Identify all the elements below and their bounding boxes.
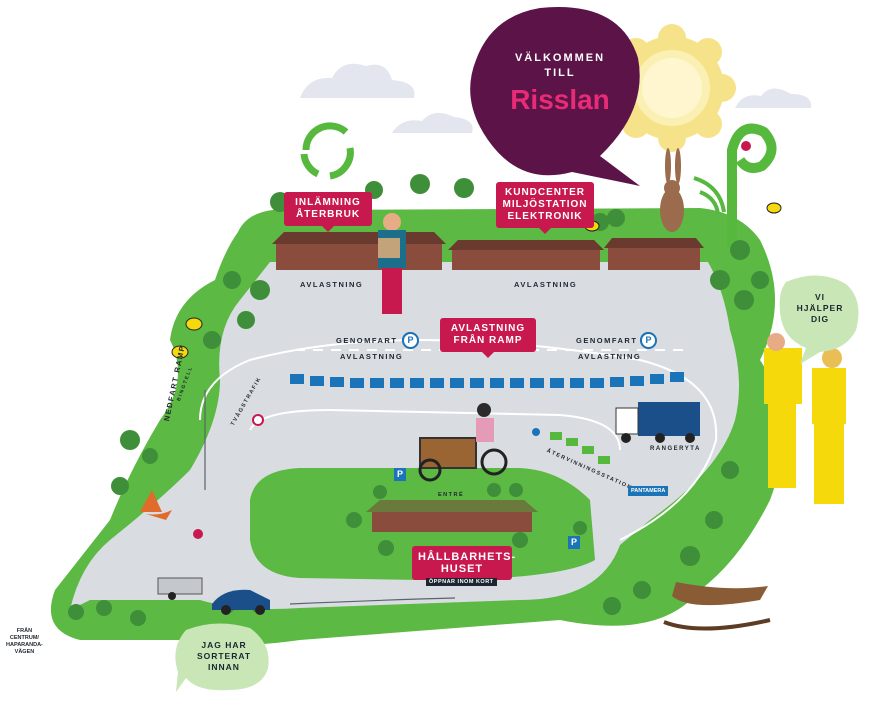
person-carrying-box (378, 213, 406, 314)
sign-hallbarhet-line-2: HUSET (440, 563, 484, 575)
fran-centrum-line-4: VÄGEN (14, 649, 35, 655)
parking-sign-right: P (640, 332, 657, 349)
sign-hallbarhet-subtitle: ÖPPNAR INOM KORT (426, 578, 497, 586)
landmark-icon (693, 123, 777, 248)
help-line-2: HJÄLPER (796, 303, 844, 313)
fox-icon (140, 490, 172, 520)
help-bubble-text: VI HJÄLPER DIG (790, 292, 850, 325)
pantamera-sign: PANTAMERA (628, 486, 669, 496)
sorted-bubble (175, 623, 269, 692)
sign-inlamning: INLÄMNING ÅTERBRUK (284, 192, 372, 232)
inner-loop (199, 339, 718, 541)
truck-icon (615, 402, 700, 443)
welcome-title: Risslan (510, 84, 610, 115)
sign-inlamning-line-1: INLÄMNING (295, 197, 361, 208)
bee-icons (171, 202, 782, 359)
sorted-line-1: JAG HAR (201, 640, 247, 650)
label-rangeryta: RANGERYTA (650, 446, 701, 452)
hare-icon (660, 148, 684, 232)
sled-icon (663, 582, 771, 631)
fran-centrum-line-2: CENTRUM/ (9, 635, 39, 641)
sign-kundcenter: KUNDCENTER MILJÖSTATION ELEKTRONIK (496, 182, 594, 234)
label-genomfart-right: GENOMFART (576, 336, 638, 345)
parking-row (290, 372, 684, 388)
parking-sign-lot: P (568, 536, 580, 549)
sign-kundcenter-line-3: ELEKTRONIK (507, 211, 583, 222)
sign-kundcenter-line-1: KUNDCENTER (505, 187, 585, 198)
parking-sign-accessible: P (394, 468, 406, 481)
sign-hallbarhet: HÅLLBARHETS- HUSET (412, 546, 517, 586)
welcome-bubble (470, 7, 640, 186)
clouds (300, 63, 812, 133)
label-avlastning-left: AVLASTNING (340, 352, 404, 361)
drive-arrow-bottom (289, 597, 456, 605)
sign-hallbarhet-line-1: HÅLLBARHETS- (418, 551, 517, 563)
sign-ramp-line-1: AVLASTNING (450, 323, 526, 334)
buildings (272, 232, 704, 532)
sign-inlamning-line-2: ÅTERBRUK (295, 209, 361, 220)
label-fran-centrum: FRÅN CENTRUM/ HAPARANDA- VÄGEN (6, 628, 43, 656)
recycling-containers (532, 428, 610, 464)
help-line-1: VI (814, 292, 826, 302)
label-avlastning-right: AVLASTNING (578, 352, 642, 361)
sign-avlastning-ramp: AVLASTNING FRÅN RAMP (440, 318, 536, 358)
label-entre: ENTRÉ (438, 492, 465, 498)
welcome-line-1: VÄLKOMMEN (514, 52, 606, 64)
help-line-3: DIG (810, 314, 830, 324)
help-bubble (779, 275, 859, 364)
label-genomfart-left: GENOMFART (336, 336, 398, 345)
recycle-icon (300, 122, 354, 180)
label-avlastning-2: AVLASTNING (514, 280, 578, 289)
label-avlastning-1: AVLASTNING (300, 280, 364, 289)
fran-centrum-line-1: FRÅN (16, 628, 33, 634)
sorted-line-2: SORTERAT (196, 651, 252, 661)
sorted-bubble-text: JAG HAR SORTERAT INNAN (184, 640, 264, 673)
car-with-trailer-icon (157, 577, 270, 615)
parking-sign-left: P (402, 332, 419, 349)
welcome-line-2: TILL (544, 67, 576, 79)
sign-ramp-line-2: FRÅN RAMP (453, 335, 523, 346)
cargo-bike-icon (418, 403, 508, 482)
fran-centrum-line-3: HAPARANDA- (6, 642, 43, 648)
staff-figures (764, 333, 846, 504)
sorted-line-3: INNAN (208, 662, 240, 672)
sign-kundcenter-line-2: MILJÖSTATION (502, 199, 588, 210)
